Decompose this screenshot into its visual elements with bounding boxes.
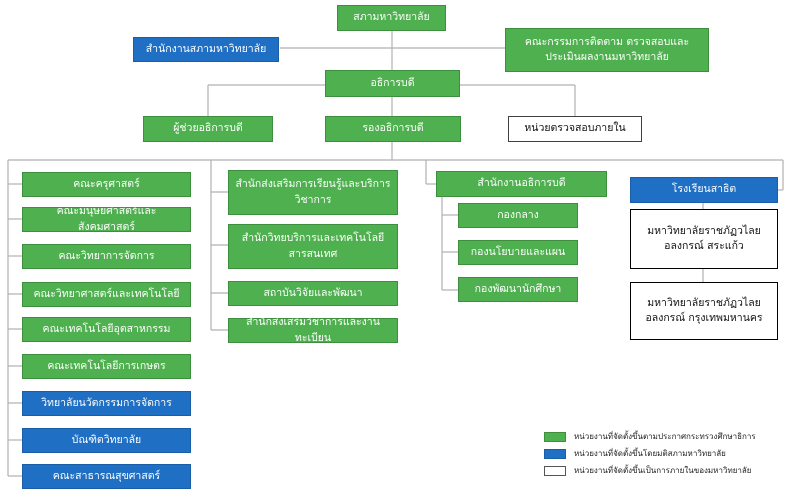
vice-president-label: รองอธิการบดี: [362, 122, 424, 135]
faculty-label: คณะวิทยาศาสตร์และเทคโนโลยี: [33, 287, 180, 300]
legend-label: หน่วยงานที่จัดตั้งขึ้นเป็นการภายในของมหา…: [574, 466, 752, 475]
faculty-box: คณะมนุษยศาสตร์และสังคมศาสตร์: [22, 205, 191, 233]
campus-bangkok-box: มหาวิทยาลัยราชภัฏวไลยอลงกรณ์ กรุงเทพมหาน…: [630, 282, 778, 340]
legend-item: หน่วยงานที่จัดตั้งขึ้นโดยมติสภามหาวิทยาล…: [544, 447, 726, 460]
office-label: สถาบันวิจัยและพัฒนา: [263, 286, 363, 299]
division-label: กองพัฒนานักศึกษา: [474, 282, 562, 295]
council-label: สภามหาวิทยาลัย: [353, 11, 430, 24]
faculty-box: คณะครุศาสตร์: [22, 172, 191, 197]
faculty-box: คณะสาธารณสุขศาสตร์: [22, 464, 191, 489]
faculty-label: คณะสาธารณสุขศาสตร์: [52, 469, 161, 482]
office-box: สำนักวิทยบริการและเทคโนโลยีสารสนเทศ: [228, 224, 398, 269]
office-box: สำนักส่งเสริมการเรียนรู้และบริการวิชาการ: [228, 170, 398, 215]
office-label: สำนักส่งเสริมวิชาการและงานทะเบียน: [246, 316, 380, 344]
legend-swatch-blue: [544, 448, 566, 459]
internal-audit-label: หน่วยตรวจสอบภายใน: [524, 122, 626, 135]
legend-swatch-green: [544, 431, 566, 442]
president-office-box: สำนักงานอธิการบดี: [436, 171, 607, 197]
office-label: สำนักส่งเสริมการเรียนรู้และบริการวิชาการ: [235, 178, 391, 206]
president-box: อธิการบดี: [325, 70, 460, 97]
division-label: กองนโยบายและแผน: [470, 245, 566, 258]
campus-sakaeo-box: มหาวิทยาลัยราชภัฏวไลยอลงกรณ์ สระแก้ว: [630, 209, 778, 269]
legend-item: หน่วยงานที่จัดตั้งขึ้นตามประกาศกระทรวงศึ…: [544, 430, 756, 443]
division-box: กองกลาง: [458, 203, 578, 228]
council-box: สภามหาวิทยาลัย: [337, 5, 446, 31]
legend-label: หน่วยงานที่จัดตั้งขึ้นตามประกาศกระทรวงศึ…: [574, 432, 756, 441]
faculty-box: คณะวิทยาการจัดการ: [22, 244, 191, 269]
faculty-label: คณะเทคโนโลยีอุตสาหกรรม: [42, 322, 171, 335]
audit-committee-label: คณะกรรมการติดตาม ตรวจสอบและประเมินผลงานม…: [524, 35, 690, 63]
legend-swatch-white: [544, 465, 566, 476]
faculty-label: คณะมนุษยศาสตร์และสังคมศาสตร์: [56, 205, 157, 233]
division-box: กองนโยบายและแผน: [458, 240, 578, 265]
faculty-box: คณะวิทยาศาสตร์และเทคโนโลยี: [22, 282, 191, 307]
faculty-label: คณะเทคโนโลยีการเกษตร: [47, 359, 166, 372]
vice-president-box: รองอธิการบดี: [325, 116, 461, 142]
campus-bangkok-label: มหาวิทยาลัยราชภัฏวไลยอลงกรณ์ กรุงเทพมหาน…: [645, 296, 763, 324]
faculty-label: บัณฑิตวิทยาลัย: [71, 433, 142, 446]
legend-label: หน่วยงานที่จัดตั้งขึ้นโดยมติสภามหาวิทยาล…: [574, 449, 726, 458]
assistant-president-label: ผู้ช่วยอธิการบดี: [173, 122, 243, 135]
president-label: อธิการบดี: [370, 76, 415, 89]
faculty-box: คณะเทคโนโลยีอุตสาหกรรม: [22, 317, 191, 342]
faculty-label: คณะครุศาสตร์: [73, 177, 140, 190]
demo-school-box: โรงเรียนสาธิต: [630, 177, 778, 203]
faculty-label: คณะวิทยาการจัดการ: [58, 249, 155, 262]
office-box: สถาบันวิจัยและพัฒนา: [228, 281, 398, 306]
demo-school-label: โรงเรียนสาธิต: [671, 183, 737, 196]
faculty-box: บัณฑิตวิทยาลัย: [22, 428, 191, 453]
faculty-label: วิทยาลัยนวัตกรรมการจัดการ: [41, 396, 172, 409]
faculty-box: วิทยาลัยนวัตกรรมการจัดการ: [22, 391, 191, 416]
campus-sakaeo-label: มหาวิทยาลัยราชภัฏวไลยอลงกรณ์ สระแก้ว: [647, 224, 761, 252]
assistant-president-box: ผู้ช่วยอธิการบดี: [143, 116, 273, 142]
internal-audit-box: หน่วยตรวจสอบภายใน: [508, 116, 642, 142]
division-label: กองกลาง: [497, 208, 539, 221]
audit-committee-box: คณะกรรมการติดตาม ตรวจสอบและประเมินผลงานม…: [505, 28, 709, 72]
council-office-box: สำนักงานสภามหาวิทยาลัย: [133, 37, 279, 62]
division-box: กองพัฒนานักศึกษา: [458, 277, 578, 302]
office-label: สำนักวิทยบริการและเทคโนโลยีสารสนเทศ: [241, 232, 385, 260]
faculty-box: คณะเทคโนโลยีการเกษตร: [22, 354, 191, 379]
legend-item: หน่วยงานที่จัดตั้งขึ้นเป็นการภายในของมหา…: [544, 464, 751, 477]
council-office-label: สำนักงานสภามหาวิทยาลัย: [145, 42, 267, 55]
office-box: สำนักส่งเสริมวิชาการและงานทะเบียน: [228, 316, 398, 344]
president-office-label: สำนักงานอธิการบดี: [477, 177, 566, 190]
